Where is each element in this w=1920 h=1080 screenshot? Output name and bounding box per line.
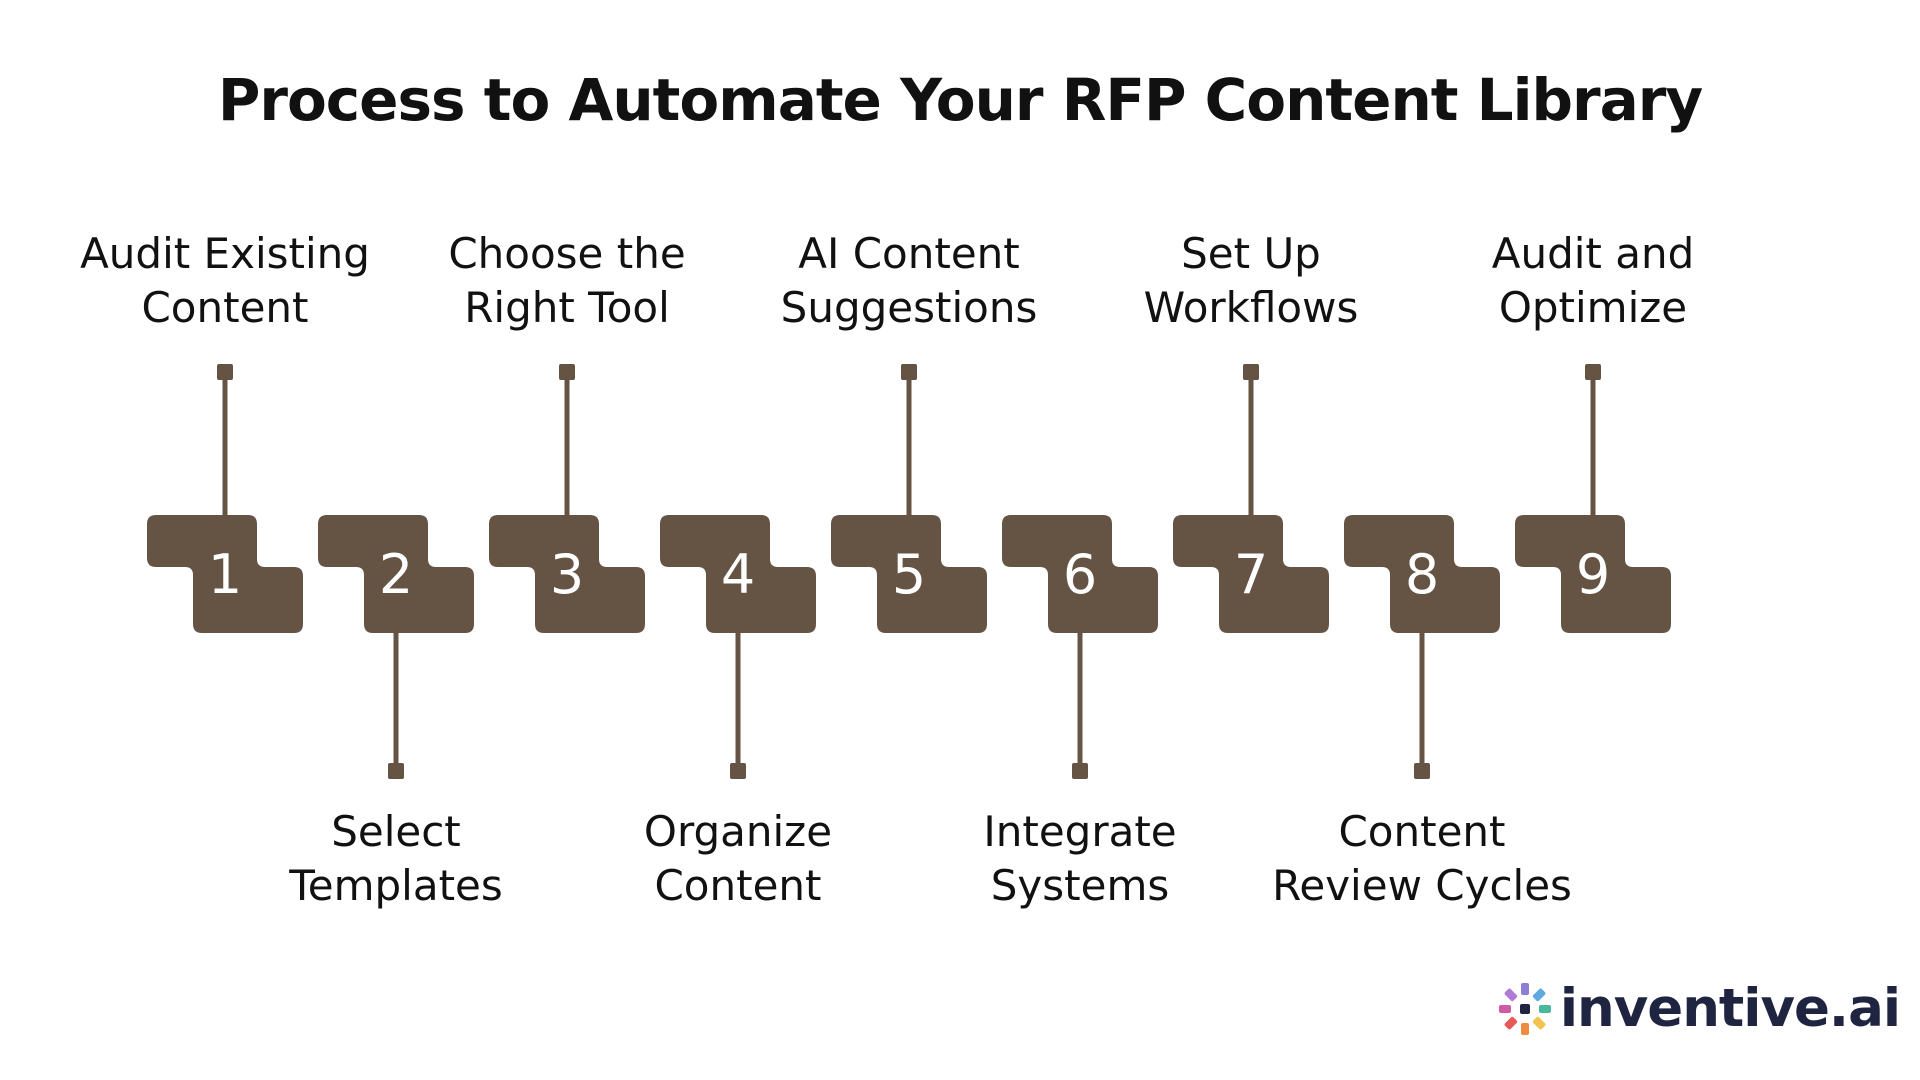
connector-cap-9 xyxy=(1585,364,1601,380)
step-block-1 xyxy=(147,515,303,633)
step-label-line2: Systems xyxy=(990,861,1170,910)
step-block-2 xyxy=(318,515,474,633)
step-label-line1: Audit and xyxy=(1491,229,1695,278)
connector-cap-4 xyxy=(730,763,746,779)
connector-cap-6 xyxy=(1072,763,1088,779)
step-label-line1: Choose the xyxy=(448,229,686,278)
step-label-line2: Workflows xyxy=(1143,283,1359,332)
logo-text: inventive.ai xyxy=(1559,978,1901,1039)
step-label-line1: Integrate xyxy=(983,807,1177,856)
step-label-line1: Content xyxy=(1338,807,1506,856)
step-label-line1: Organize xyxy=(643,807,833,856)
step-number-4: 4 xyxy=(721,543,755,606)
connector-cap-2 xyxy=(388,763,404,779)
connectors xyxy=(217,364,1601,779)
step-label-line2: Optimize xyxy=(1498,283,1688,332)
step-label-line2: Review Cycles xyxy=(1272,861,1572,910)
step-label-line2: Content xyxy=(654,861,822,910)
step-label-line2: Templates xyxy=(289,861,503,910)
step-number-6: 6 xyxy=(1063,543,1097,606)
step-number-2: 2 xyxy=(379,543,413,606)
step-label-7: Set Up Workflows xyxy=(1081,227,1421,335)
connector-cap-3 xyxy=(559,364,575,380)
step-block-5 xyxy=(831,515,987,633)
step-block-7 xyxy=(1173,515,1329,633)
step-block-8 xyxy=(1344,515,1500,633)
connector-cap-5 xyxy=(901,364,917,380)
page-title: Process to Automate Your RFP Content Lib… xyxy=(217,66,1703,134)
step-label-line2: Right Tool xyxy=(464,283,670,332)
sparkle-burst-icon xyxy=(1498,982,1551,1035)
step-label-line1: Set Up xyxy=(1181,229,1321,278)
step-block-6 xyxy=(1002,515,1158,633)
connector-cap-8 xyxy=(1414,763,1430,779)
step-number-1: 1 xyxy=(208,543,242,606)
connector-cap-7 xyxy=(1243,364,1259,380)
step-number-5: 5 xyxy=(892,543,926,606)
step-label-line1: AI Content xyxy=(798,229,1020,278)
step-block-9 xyxy=(1515,515,1671,633)
step-number-3: 3 xyxy=(550,543,584,606)
step-number-8: 8 xyxy=(1405,543,1439,606)
step-blocks: 1 2 3 4 5 6 7 8 9 xyxy=(147,515,1671,633)
step-label-line2: Suggestions xyxy=(780,283,1038,332)
brand-logo: inventive.ai xyxy=(1496,978,1901,1039)
step-label-line1: Audit Existing xyxy=(80,229,370,278)
step-number-9: 9 xyxy=(1576,543,1610,606)
step-label-line2: Content xyxy=(141,283,309,332)
step-block-3 xyxy=(489,515,645,633)
step-label-line1: Select xyxy=(331,807,461,856)
step-block-4 xyxy=(660,515,816,633)
connector-cap-1 xyxy=(217,364,233,380)
step-number-7: 7 xyxy=(1234,543,1268,606)
